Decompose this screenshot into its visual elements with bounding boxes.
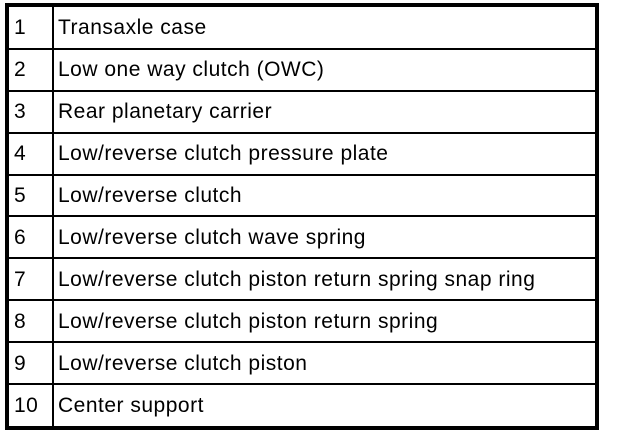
part-name-cell: Low/reverse clutch pressure plate bbox=[52, 131, 598, 176]
table-row: 10 Center support bbox=[6, 383, 598, 429]
row-number-cell: 7 bbox=[6, 257, 54, 302]
table-row: 4 Low/reverse clutch pressure plate bbox=[6, 131, 598, 176]
part-name-cell: Low one way clutch (OWC) bbox=[52, 47, 598, 92]
table-row: 6 Low/reverse clutch wave spring bbox=[6, 215, 598, 260]
row-number-cell: 2 bbox=[6, 47, 54, 92]
part-name-cell: Low/reverse clutch piston return spring bbox=[52, 299, 598, 344]
table-row: 7 Low/reverse clutch piston return sprin… bbox=[6, 257, 598, 302]
part-name-cell: Low/reverse clutch piston bbox=[52, 341, 598, 386]
part-name-cell: Transaxle case bbox=[52, 4, 598, 50]
table-row: 5 Low/reverse clutch bbox=[6, 173, 598, 218]
row-number-cell: 9 bbox=[6, 341, 54, 386]
row-number-cell: 8 bbox=[6, 299, 54, 344]
part-name-cell: Low/reverse clutch bbox=[52, 173, 598, 218]
row-number-cell: 1 bbox=[6, 4, 54, 50]
parts-table-body: 1 Transaxle case 2 Low one way clutch (O… bbox=[6, 4, 598, 429]
table-row: 2 Low one way clutch (OWC) bbox=[6, 47, 598, 92]
table-row: 1 Transaxle case bbox=[6, 4, 598, 50]
row-number-cell: 3 bbox=[6, 89, 54, 134]
row-number-cell: 5 bbox=[6, 173, 54, 218]
parts-legend-table: 1 Transaxle case 2 Low one way clutch (O… bbox=[5, 3, 599, 430]
table-row: 3 Rear planetary carrier bbox=[6, 89, 598, 134]
part-name-cell: Center support bbox=[52, 383, 598, 429]
row-number-cell: 10 bbox=[6, 383, 54, 429]
row-number-cell: 6 bbox=[6, 215, 54, 260]
table-row: 8 Low/reverse clutch piston return sprin… bbox=[6, 299, 598, 344]
part-name-cell: Low/reverse clutch wave spring bbox=[52, 215, 598, 260]
part-name-cell: Low/reverse clutch piston return spring … bbox=[52, 257, 598, 302]
part-name-cell: Rear planetary carrier bbox=[52, 89, 598, 134]
row-number-cell: 4 bbox=[6, 131, 54, 176]
table-row: 9 Low/reverse clutch piston bbox=[6, 341, 598, 386]
